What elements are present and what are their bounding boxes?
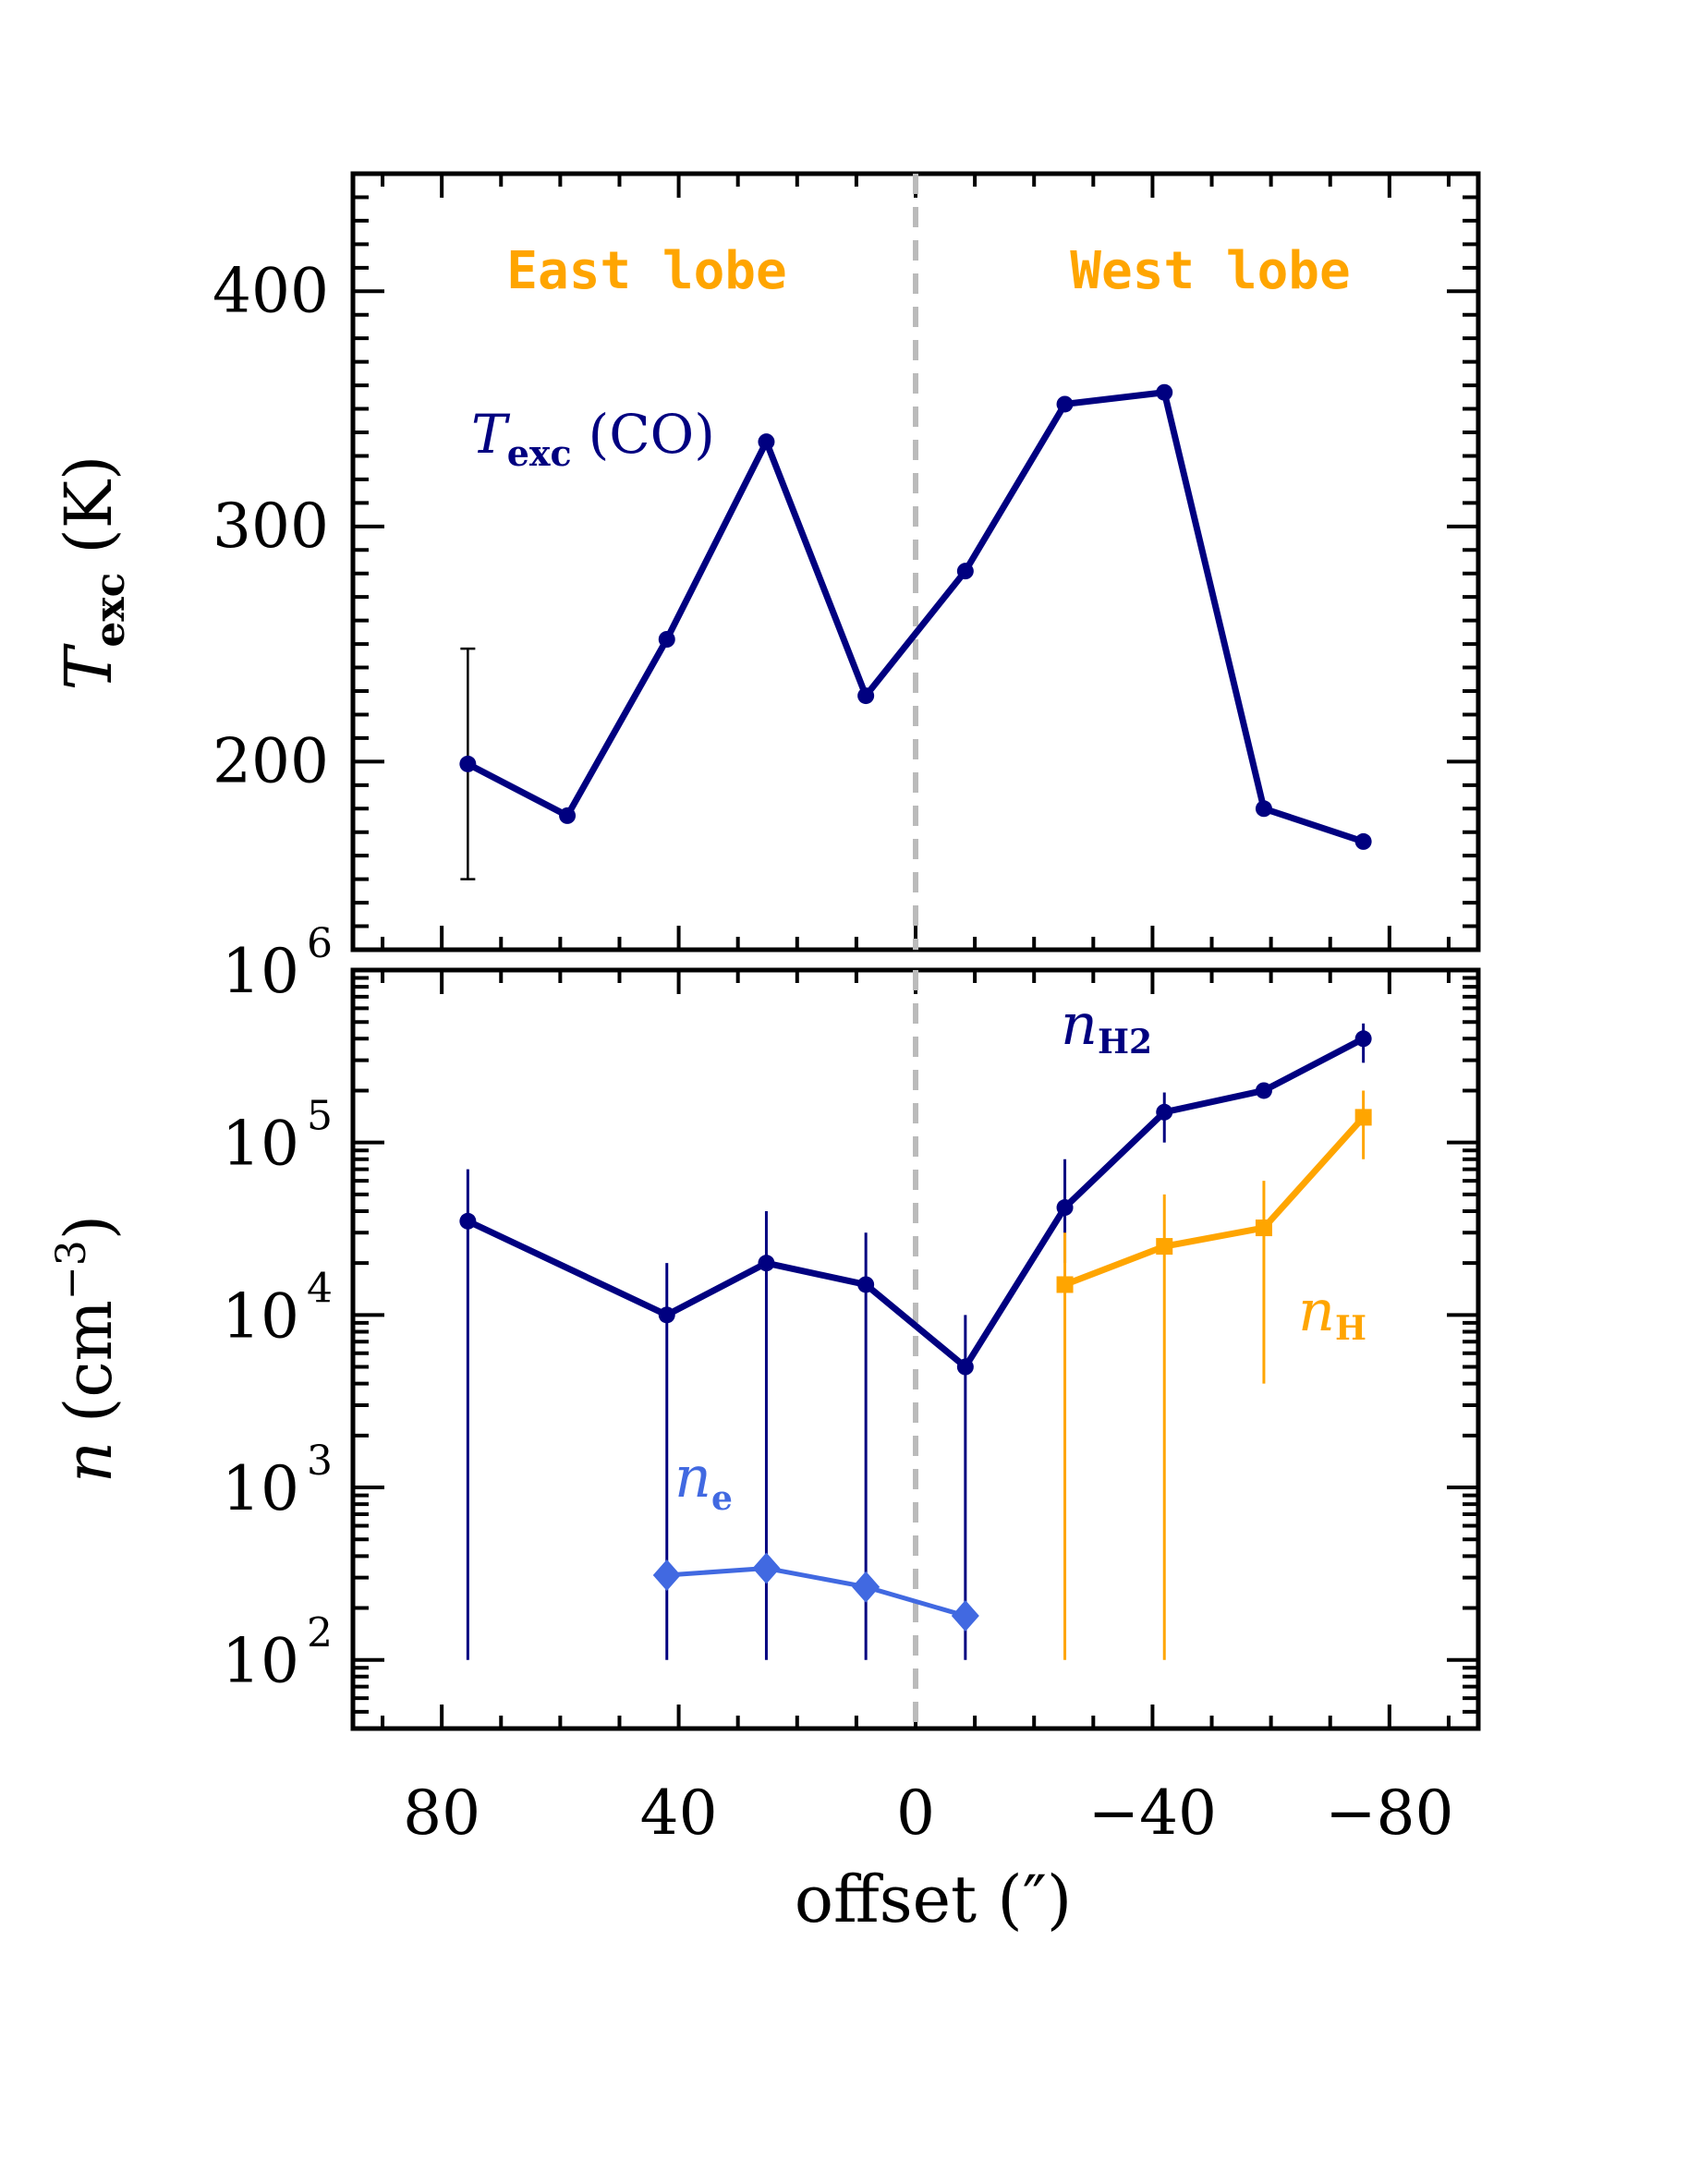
y-tick-label: 10: [222, 1453, 299, 1524]
n-h2-point: [1056, 1199, 1074, 1217]
n-h2-point: [1156, 1103, 1173, 1121]
y-tick-exponent: 2: [307, 1610, 333, 1657]
n-h2-point: [956, 1358, 974, 1376]
n-h2-point: [1255, 1082, 1272, 1099]
n-h-point: [1156, 1238, 1173, 1256]
texc-point: [559, 807, 577, 824]
texc-point: [1255, 800, 1272, 818]
y-tick-label: 200: [213, 725, 329, 796]
n-e-point: [752, 1552, 781, 1584]
texc-line: [466, 388, 1365, 845]
west-lobe-label: West lobe: [1070, 241, 1350, 301]
texc-point: [1354, 832, 1372, 850]
n-h-line: [1063, 1115, 1366, 1288]
n-e-line: [666, 1565, 966, 1619]
y-tick-label: 400: [213, 255, 329, 326]
n-h2-point: [758, 1255, 775, 1272]
bottom-ylabel: n(cm−3): [48, 1215, 127, 1483]
texc-series-label: Texc(CO): [471, 403, 715, 474]
x-tick-label: 0: [896, 1778, 935, 1849]
y-tick-label: 300: [213, 491, 329, 562]
y-tick-exponent: 6: [307, 920, 333, 967]
n-h2-point: [658, 1306, 675, 1324]
texc-point: [956, 563, 974, 580]
y-tick-label: 10: [222, 1109, 299, 1180]
y-tick-exponent: 3: [307, 1438, 333, 1485]
texc-point: [1156, 383, 1173, 401]
y-tick-label: 10: [222, 1626, 299, 1697]
n-e-point: [652, 1559, 681, 1591]
top-ylabel: Texc(K): [51, 455, 134, 691]
n-h-point: [1354, 1109, 1372, 1126]
nh-series-label: nH: [1298, 1277, 1366, 1348]
n-h-point: [1056, 1276, 1074, 1293]
ne-series-label: ne: [674, 1443, 733, 1518]
n-e-point: [951, 1600, 979, 1632]
n-h2-point: [459, 1212, 477, 1230]
nh2-series-label: nH2: [1061, 990, 1152, 1062]
n-h2-point: [1354, 1030, 1372, 1048]
n-e-point: [852, 1571, 880, 1603]
x-tick-label: 80: [403, 1778, 480, 1849]
n-h-point: [1255, 1219, 1272, 1237]
x-tick-label: −80: [1325, 1778, 1453, 1849]
x-tick-label: −40: [1088, 1778, 1217, 1849]
y-tick-label: 10: [222, 936, 299, 1007]
texc-point: [658, 631, 675, 648]
top-panel: 200 300 400: [213, 171, 1481, 952]
texc-point: [1056, 395, 1074, 413]
n-h2-point: [857, 1276, 875, 1293]
x-axis-title: offset (″): [795, 1862, 1072, 1937]
texc-point: [459, 755, 477, 772]
texc-point: [857, 687, 875, 705]
y-tick-label: 10: [222, 1280, 299, 1352]
texc-point: [758, 433, 775, 451]
y-tick-exponent: 5: [307, 1093, 333, 1140]
x-tick-label: 40: [640, 1778, 718, 1849]
y-tick-exponent: 4: [307, 1265, 333, 1312]
east-lobe-label: East lobe: [506, 241, 786, 301]
